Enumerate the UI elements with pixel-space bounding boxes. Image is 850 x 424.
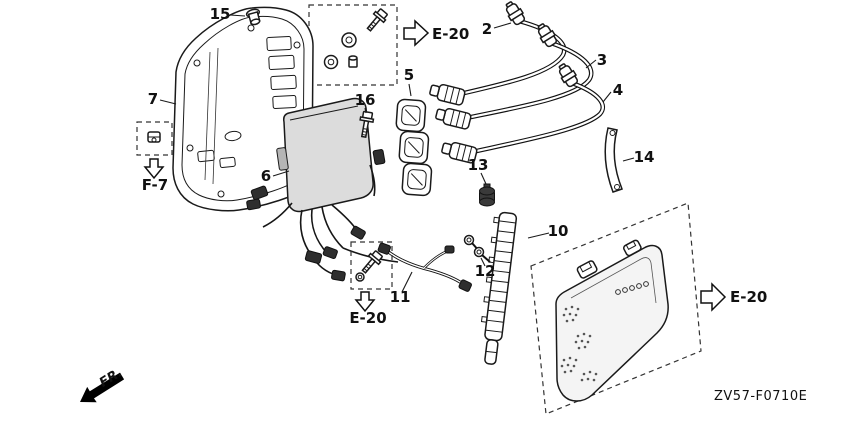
callout-10: 10: [548, 222, 569, 240]
callout-15: 15: [210, 5, 231, 23]
coil-cap-icon: [505, 1, 526, 26]
part-5-coil-mount: [395, 98, 433, 197]
bolt-icon: [361, 250, 383, 274]
e20-hardware-box-mid: E-20: [349, 241, 393, 327]
dashed-box: [136, 121, 173, 156]
leader-line-11: [401, 271, 413, 293]
part-14-stay: [604, 127, 623, 193]
part-16-bolt: [359, 110, 375, 139]
plug-cap-icon: [429, 83, 466, 106]
part-15-bolt: [245, 8, 261, 26]
cover-clip: [623, 239, 642, 257]
callout-16: 16: [355, 91, 376, 109]
washer-icon-hole: [357, 274, 363, 280]
bolt-icon: [366, 8, 388, 32]
callout-4: 4: [613, 81, 623, 99]
e20-label-top: E-20: [432, 25, 469, 43]
dashed-region: [530, 202, 702, 415]
e20-cover-region: E-20: [530, 202, 767, 415]
f7-label: F-7: [142, 176, 168, 194]
ref-arrow-right-icon: [403, 19, 430, 47]
plug-cap-icon: [441, 141, 478, 164]
leader-line-12: [480, 257, 486, 267]
leader-line-3: [585, 59, 597, 69]
coil-cap-icon: [558, 63, 579, 88]
washer-icon: [341, 32, 357, 48]
front-arrow-icon: [80, 372, 125, 403]
harness-connector: [246, 198, 261, 211]
nut-icon: [348, 55, 358, 68]
callout-11: 11: [390, 288, 411, 306]
part-2-ignition-wire: [429, 1, 567, 106]
part-13-grommet: [479, 183, 495, 207]
leader-line-6: [272, 170, 290, 177]
ecu-body: [283, 97, 374, 213]
coil-cap-icon: [537, 23, 558, 48]
clip-icon: [147, 131, 161, 143]
part-4-ignition-wire: [441, 63, 606, 164]
harness-connector: [350, 225, 366, 240]
plug-cap-icon: [435, 107, 472, 130]
dashed-box: [350, 241, 393, 290]
ref-arrow-down-icon: [354, 291, 376, 313]
harness-connector: [304, 250, 323, 264]
ref-arrow-down-icon: [143, 158, 165, 180]
harness-connector: [322, 246, 338, 260]
cover-inner-line: [570, 257, 657, 304]
harness-connector: [458, 279, 472, 292]
leader-line-7: [159, 99, 177, 105]
callout-14: 14: [634, 148, 655, 166]
e20-hardware-box-top: E-20: [308, 4, 469, 86]
part-11-sub-harness: [377, 242, 472, 292]
e20-label-right: E-20: [730, 288, 767, 306]
callout-13: 13: [468, 156, 489, 174]
cover-body: [555, 244, 669, 402]
ref-arrow-right-icon: [700, 282, 727, 312]
part-3-ignition-wire: [435, 23, 594, 130]
leader-line-16: [364, 107, 367, 114]
callout-3: 3: [597, 51, 607, 69]
leader-line-5: [408, 83, 412, 97]
callout-6: 6: [261, 167, 271, 185]
harness-connector: [372, 149, 386, 165]
leader-line-4: [602, 91, 612, 103]
ecu-connector: [276, 147, 289, 171]
harness-connector: [250, 185, 269, 201]
washer-icon: [323, 54, 339, 70]
leader-line-15: [229, 14, 246, 17]
panel-inner-line: [181, 15, 305, 202]
leader-line-13: [480, 172, 487, 185]
f7-reference: F-7: [136, 121, 173, 194]
harness-connector: [377, 242, 391, 255]
callout-2: 2: [482, 20, 492, 38]
ecu-top-edge: [289, 105, 359, 121]
leader-line-2: [493, 22, 512, 29]
callout-12: 12: [475, 262, 496, 280]
leader-line-14: [622, 157, 635, 162]
leader-line-10: [527, 232, 550, 239]
harness-connector: [331, 269, 346, 282]
cover-vent-dots: [560, 305, 598, 382]
e20-label-mid: E-20: [349, 309, 386, 327]
dashed-box: [308, 4, 398, 86]
cover-clip: [576, 260, 598, 279]
cover-hole-row: [615, 281, 649, 295]
part-6-ecu-assembly: [246, 97, 399, 282]
part-10-wire-comb: [480, 211, 518, 365]
callout-7: 7: [148, 90, 158, 108]
drawing-code: ZV57-F0710E: [714, 389, 807, 404]
callout-5: 5: [404, 66, 414, 84]
washer-icon: [355, 272, 365, 282]
part-12-terminals: [463, 234, 491, 263]
harness-connector: [444, 245, 455, 254]
